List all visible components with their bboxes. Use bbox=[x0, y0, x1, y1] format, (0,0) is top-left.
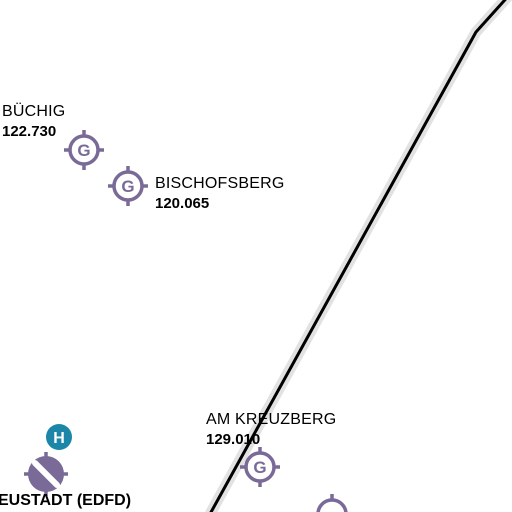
glider-site-frequency-am-kreuzberg: 129.010 bbox=[206, 431, 261, 448]
airfield-icon[interactable] bbox=[24, 452, 68, 496]
glider-site-frequency-bischofsberg: 120.065 bbox=[155, 195, 210, 212]
svg-text:G: G bbox=[121, 177, 134, 196]
route-line bbox=[205, 0, 512, 512]
svg-text:H: H bbox=[53, 430, 65, 447]
glider-site-frequency-buchig: 122.730 bbox=[2, 123, 57, 140]
glider-site-name-buchig: BÜCHIG bbox=[2, 103, 66, 120]
glider-site-name-bischofsberg: BISCHOFSBERG bbox=[155, 175, 285, 192]
glider-site-am-kreuzberg-icon[interactable]: G bbox=[240, 447, 280, 487]
glider-site-buchig-icon[interactable]: G bbox=[64, 130, 104, 170]
glider-site-name-am-kreuzberg: AM KREUZBERG bbox=[206, 411, 337, 428]
glider-site-partial-icon[interactable] bbox=[316, 494, 348, 512]
glider-site-bischofsberg-icon[interactable]: G bbox=[108, 166, 148, 206]
heliport-icon[interactable]: H bbox=[46, 424, 72, 450]
svg-text:G: G bbox=[253, 458, 266, 477]
svg-text:G: G bbox=[77, 141, 90, 160]
airfield-name: EUSTADT (EDFD) bbox=[0, 492, 132, 509]
